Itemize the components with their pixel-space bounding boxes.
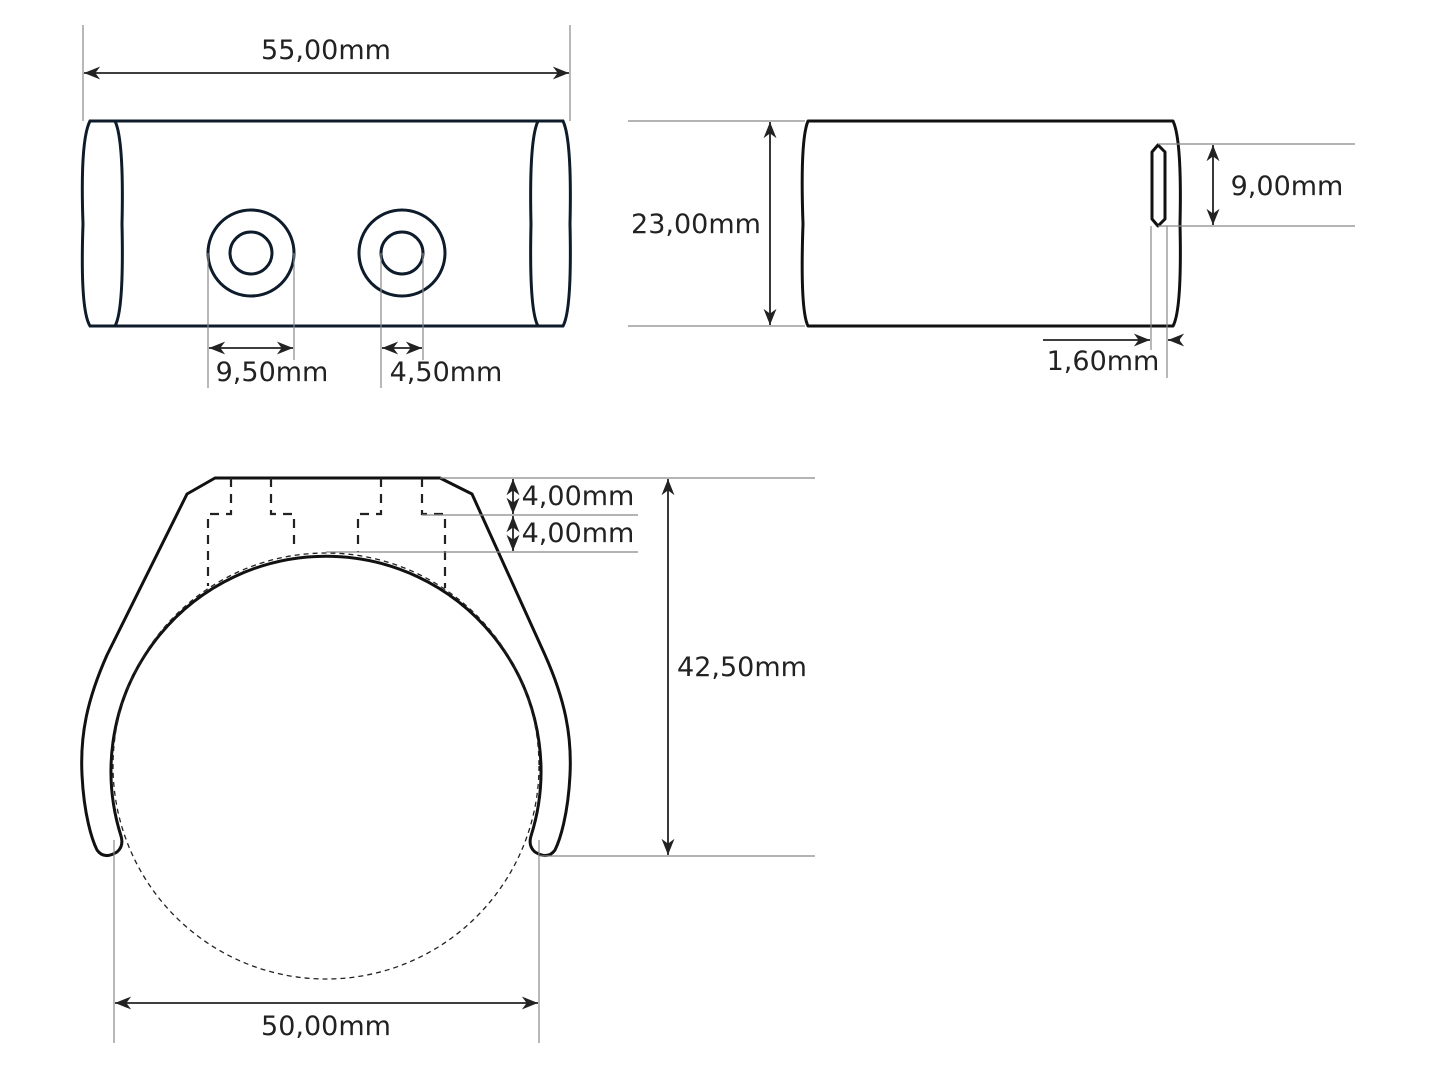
overall-height-label: 42,50mm — [677, 652, 807, 683]
height-label: 23,00mm — [631, 209, 761, 240]
hole-left-inner — [228, 230, 274, 276]
side-view: 23,00mm 9,00mm 1,60mm — [628, 119, 1355, 378]
hole-inner-label: 4,50mm — [390, 357, 503, 388]
depth-2-label: 4,00mm — [522, 518, 635, 549]
left-end-cap — [113, 120, 124, 327]
side-view-outline — [800, 119, 1182, 328]
right-end-cap — [529, 120, 540, 327]
left-bore-hidden — [206, 478, 296, 586]
hole-right-outer — [357, 208, 447, 298]
top-view: 55,00mm 9,50mm 4,50mm — [80, 25, 572, 388]
width-label: 55,00mm — [261, 35, 391, 66]
clamp-outline — [80, 476, 572, 857]
top-view-outline — [80, 119, 572, 328]
tube-circle-hidden — [112, 552, 540, 980]
front-view: 4,00mm 4,00mm 42,50mm 50,00mm — [80, 476, 815, 1043]
hole-left-outer — [206, 208, 296, 298]
right-bore-hidden — [356, 478, 447, 588]
slot-height-label: 9,00mm — [1231, 171, 1344, 202]
depth-1-label: 4,00mm — [522, 481, 635, 512]
hole-outer-label: 9,50mm — [216, 357, 329, 388]
slot-offset-label: 1,60mm — [1047, 346, 1160, 377]
inner-diameter-label: 50,00mm — [261, 1011, 391, 1042]
hole-right-inner — [379, 230, 425, 276]
slot — [1150, 143, 1167, 228]
